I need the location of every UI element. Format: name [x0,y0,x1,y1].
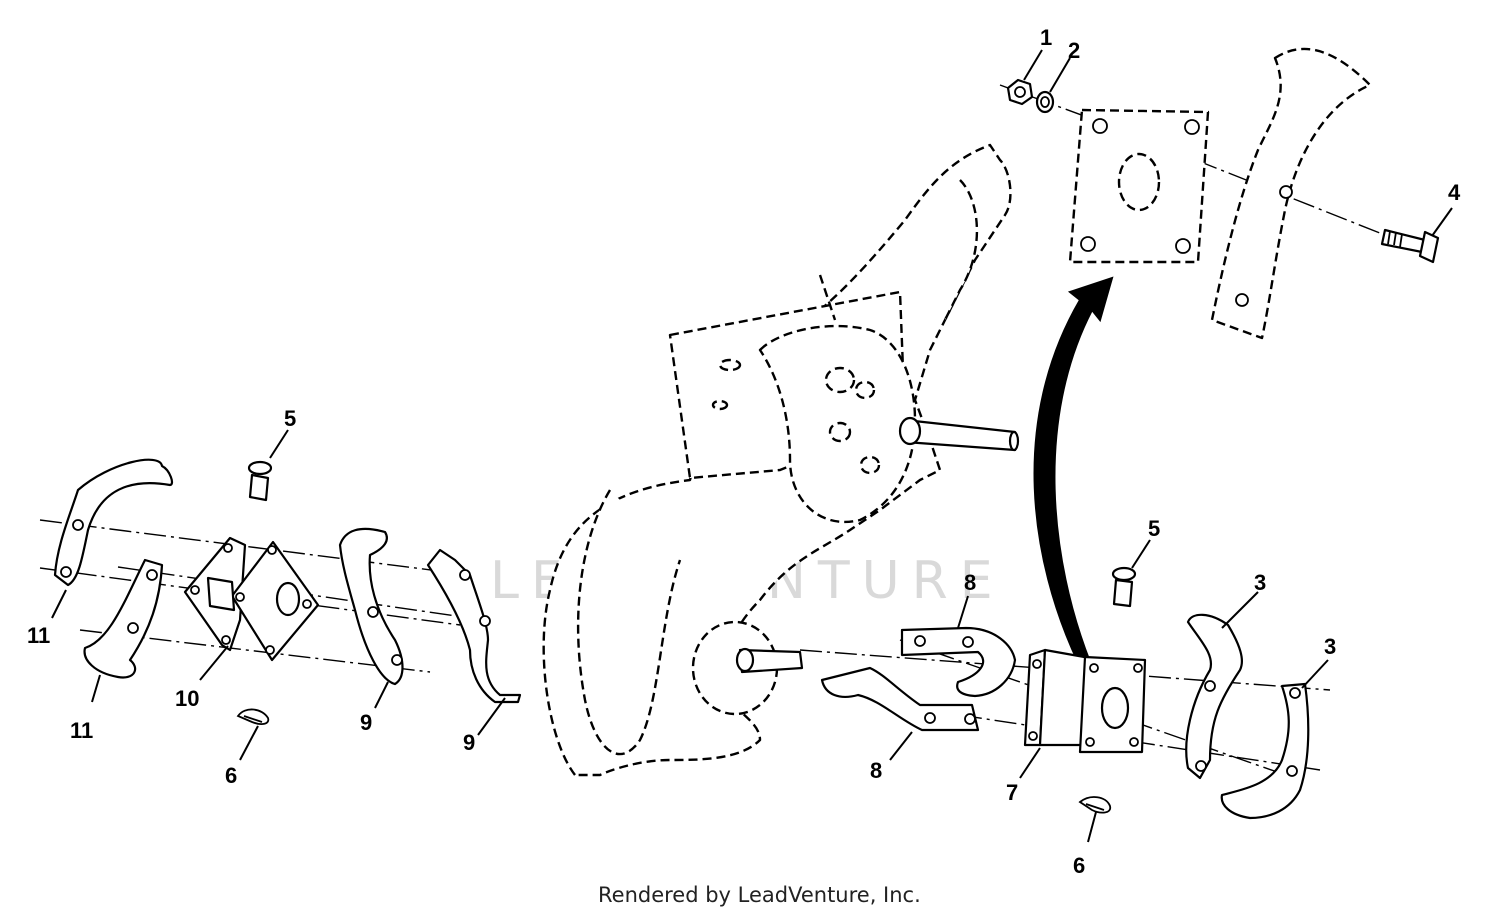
callout-5-right: 5 [1148,516,1160,541]
callout-9-b: 9 [463,730,475,755]
assembly-arrow-icon [1033,276,1114,663]
callout-2: 2 [1068,38,1080,63]
callout-8-top: 8 [964,570,976,595]
callout-11-top: 11 [27,623,50,648]
callout-7: 7 [1006,780,1018,805]
callout-6-left: 6 [225,763,237,788]
left-tine-assembly [39,458,522,725]
callout-9-a: 9 [360,710,372,735]
mounting-plate-detail [1068,108,1210,264]
tiller-housing-outline [542,143,1020,777]
carriage-bolt-icon [1380,228,1440,264]
callout-10: 10 [175,686,199,711]
tine-detail [1210,47,1372,340]
detail-centerline [999,84,1411,246]
footer-credit: Rendered by LeadVenture, Inc. [598,883,921,907]
leader-lines [51,49,1453,843]
callout-11-bottom: 11 [70,718,93,743]
callout-5-left: 5 [284,406,296,431]
callout-1: 1 [1040,25,1052,50]
callout-3-b: 3 [1324,634,1336,659]
hex-nut-icon [1006,78,1034,106]
callout-6-right: 6 [1073,853,1085,878]
right-tine-assembly [799,566,1331,820]
callout-8-bottom: 8 [870,758,882,783]
callout-3-a: 3 [1254,570,1266,595]
lock-washer-icon [1035,90,1055,114]
callout-4: 4 [1448,180,1461,205]
